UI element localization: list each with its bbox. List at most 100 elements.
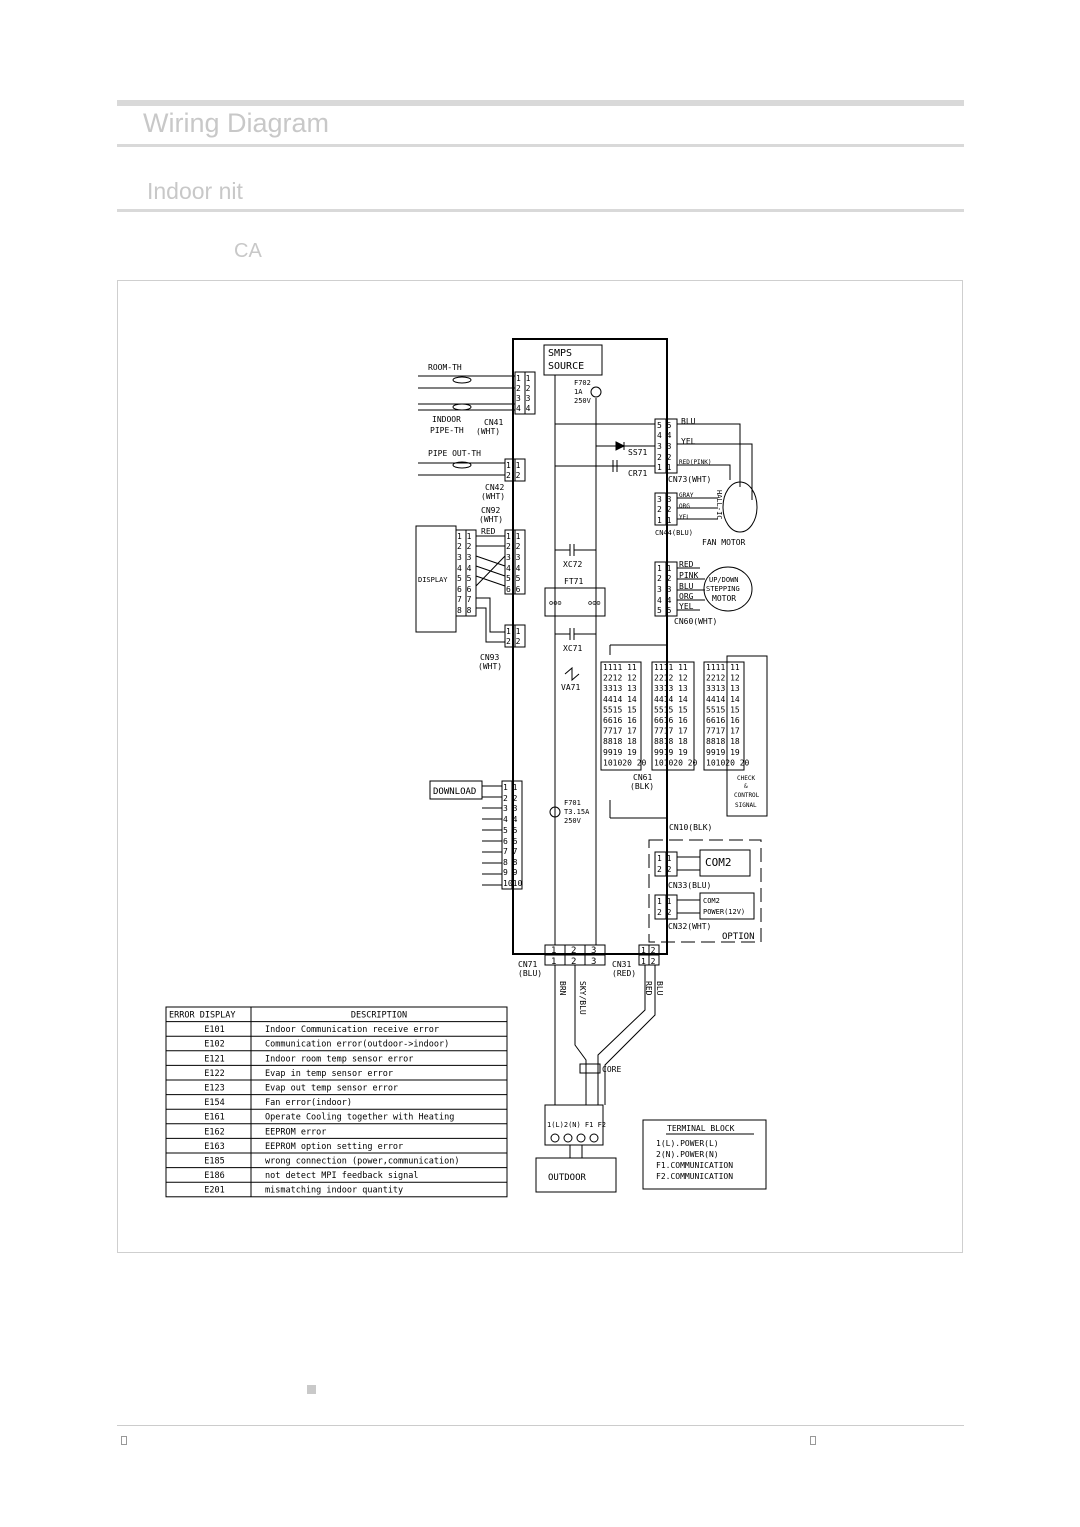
error-description: mismatching indoor quantity <box>265 1186 403 1196</box>
error-description: Fan error(indoor) <box>265 1098 352 1108</box>
svg-text:1 1: 1 1 <box>506 461 521 470</box>
terminal-line-4: F2.COMMUNICATION <box>656 1172 733 1181</box>
xc72-label: XC72 <box>563 560 582 569</box>
svg-text:2 2: 2 2 <box>657 453 672 462</box>
terminal-line-1: 1(L).POWER(L) <box>656 1139 719 1148</box>
smps-box <box>543 344 603 376</box>
pin-number: 2212 12 <box>654 674 688 683</box>
cn93-label: CN93 <box>480 653 499 662</box>
svg-text:5 5: 5 5 <box>506 574 521 583</box>
svg-text:1 1: 1 1 <box>506 532 521 541</box>
ft71-label: FT71 <box>564 577 583 586</box>
svg-text:1 1: 1 1 <box>657 854 672 863</box>
pin-number: 8818 18 <box>603 737 637 746</box>
svg-text:2 2: 2 2 <box>506 542 521 551</box>
com2-power-2: POWER(12V) <box>703 908 745 916</box>
error-description: EEPROM error <box>265 1127 326 1137</box>
pipe-th-label: PIPE-TH <box>430 426 464 435</box>
table-header-code: ERROR DISPLAY <box>169 1011 236 1021</box>
error-code: E186 <box>204 1171 224 1181</box>
svg-text:2: 2 <box>571 946 576 956</box>
svg-text:ʘʘʘ: ʘʘʘ <box>588 599 601 607</box>
svg-text:2 2: 2 2 <box>506 637 521 646</box>
step-wire-blu: BLU <box>679 582 694 591</box>
va71-label: VA71 <box>561 683 580 692</box>
f702-rating: 1A <box>574 388 583 396</box>
svg-text:4 4: 4 4 <box>457 564 472 573</box>
stepping-motor-icon <box>703 566 753 612</box>
cn93-color: (WHT) <box>478 662 502 671</box>
core-label: CORE <box>602 1065 621 1074</box>
core-ferrite <box>579 1063 601 1074</box>
option-label: OPTION <box>722 932 755 942</box>
svg-text:3 3: 3 3 <box>457 553 472 562</box>
hall-wire-yel: YEL <box>679 514 690 521</box>
error-code: E102 <box>204 1040 224 1050</box>
pin-number: 7717 17 <box>654 727 688 736</box>
indoor-pipe-th-sensor <box>452 403 472 411</box>
error-description: Evap out temp sensor error <box>265 1084 398 1094</box>
fan-wire-blu: BLU <box>681 417 696 426</box>
cr71-label: CR71 <box>628 469 647 478</box>
pin-number: 9919 19 <box>706 748 740 757</box>
pin-number: 3313 13 <box>654 684 688 693</box>
svg-text:7 7: 7 7 <box>457 595 472 604</box>
com2-box <box>699 849 751 877</box>
error-code: E101 <box>204 1025 224 1035</box>
check-label-2: & <box>744 783 748 790</box>
ss71-diode <box>615 441 626 451</box>
section-title: Wiring Diagram <box>143 108 330 138</box>
terminal-block-title: TERMINAL BLOCK <box>667 1124 735 1133</box>
subsection-title: Indoor nit <box>147 178 243 204</box>
cn61-label: CN61 <box>633 773 652 782</box>
section-rule <box>117 144 964 147</box>
svg-text:5 5: 5 5 <box>457 574 472 583</box>
terminal-screws <box>550 1133 599 1143</box>
cn32-label: CN32(WHT) <box>668 922 711 931</box>
svg-text:4 4: 4 4 <box>657 431 672 440</box>
error-code: E201 <box>204 1186 224 1196</box>
cn71-label: CN71 <box>518 960 537 969</box>
error-code: E161 <box>204 1113 224 1123</box>
svg-text:3 3: 3 3 <box>503 804 518 813</box>
pin-number: 1111 11 <box>706 663 740 672</box>
cn61-color: (BLK) <box>630 782 654 791</box>
error-code: E122 <box>204 1069 224 1079</box>
svg-text:1 2: 1 2 <box>641 946 656 955</box>
pin-number: 7717 17 <box>706 727 740 736</box>
terminal-line-2: 2(N).POWER(N) <box>656 1150 719 1159</box>
svg-text:1 1: 1 1 <box>657 897 672 906</box>
cn71-color: (BLU) <box>518 969 542 978</box>
diagram-frame <box>117 280 963 1253</box>
error-description: Communication error(outdoor->indoor) <box>265 1040 449 1050</box>
error-description: Indoor room temp sensor error <box>265 1054 413 1064</box>
display-label: DISPLAY <box>418 576 448 584</box>
check-signal-box <box>726 655 768 817</box>
pin-number: 9919 19 <box>654 748 688 757</box>
svg-text:1 1: 1 1 <box>506 627 521 636</box>
cn61-connector-b <box>651 661 695 771</box>
check-label-4: SIGNAL <box>735 802 757 809</box>
cn10-label: CN10(BLK) <box>669 823 712 832</box>
svg-text:2 2: 2 2 <box>657 908 672 917</box>
svg-text:6 6: 6 6 <box>503 837 518 846</box>
cn33-label: CN33(BLU) <box>668 881 711 890</box>
svg-text:3 3: 3 3 <box>506 553 521 562</box>
stepping-motor-2: STEPPING <box>706 585 740 593</box>
f702-fuse <box>590 386 602 398</box>
error-description: EEPROM option setting error <box>265 1142 403 1152</box>
pin-number: 101020 20 <box>603 758 647 767</box>
svg-text:2 2: 2 2 <box>503 794 518 803</box>
indoor-label: INDOOR <box>432 415 461 424</box>
wire-blu: BLU <box>655 981 664 996</box>
pin-number: 4414 14 <box>654 695 688 704</box>
smps-label-1: SMPS <box>548 348 572 359</box>
svg-text:2 2: 2 2 <box>516 384 531 393</box>
download-label: DOWNLOAD <box>433 787 476 797</box>
com2-power-box <box>699 892 755 920</box>
outdoor-box <box>535 1157 617 1193</box>
terminal-block-legend <box>642 1119 767 1190</box>
error-description: Evap in temp sensor error <box>265 1069 393 1079</box>
room-th-sensor <box>452 376 472 384</box>
pin-number: 8818 18 <box>706 737 740 746</box>
